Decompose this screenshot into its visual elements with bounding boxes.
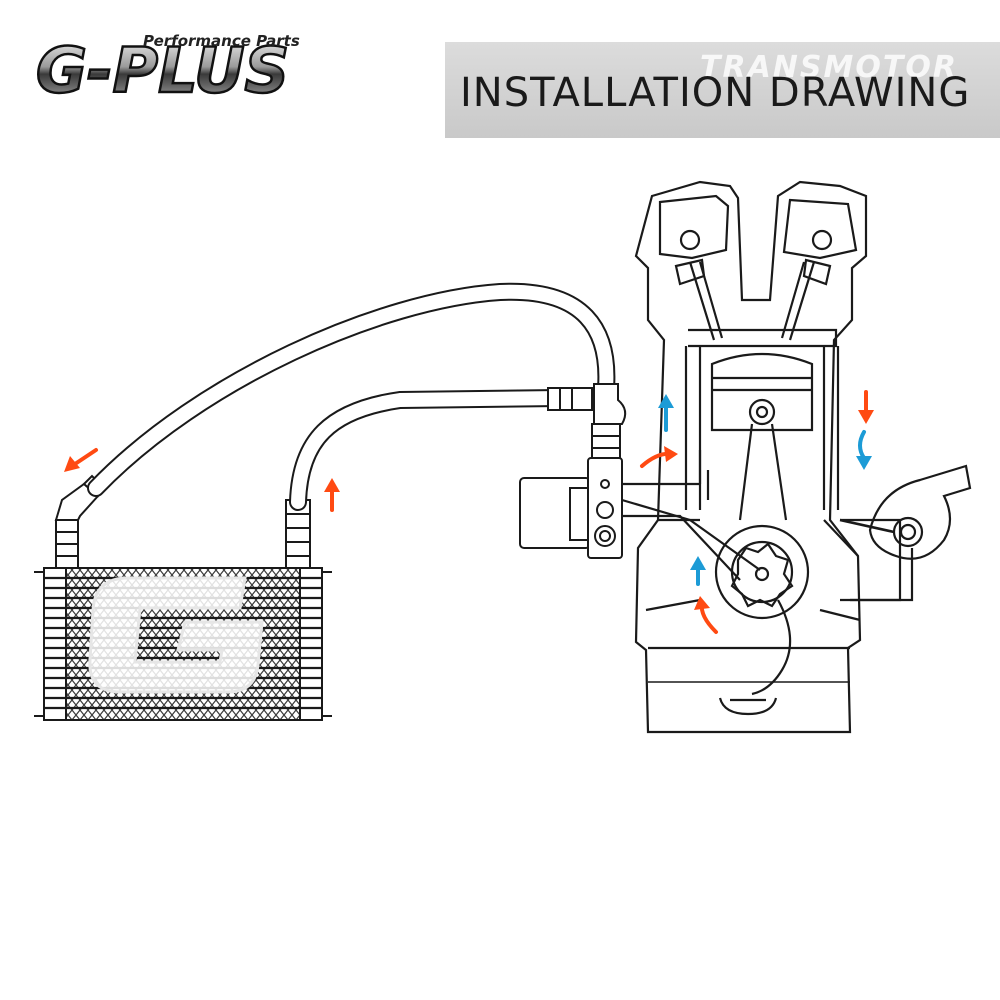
brand-name: G-PLUS xyxy=(36,34,289,100)
arrow-to-cooler-icon xyxy=(64,448,98,472)
oil-hoses xyxy=(87,282,616,511)
cool-oil-arrows xyxy=(658,394,872,586)
brand-logo: G-PLUS xyxy=(35,33,291,100)
arrow-up-adapter-icon xyxy=(658,394,674,432)
watermark-text: TRANSMOTOR xyxy=(700,50,958,85)
sandwich-adapter xyxy=(519,383,627,559)
page-title: INSTALLATION DRAWING xyxy=(460,70,971,116)
hot-oil-arrows xyxy=(64,390,874,634)
curved-arrow-pump-icon xyxy=(694,596,718,634)
arrow-down-blue-icon xyxy=(856,430,872,470)
arrow-up-from-cooler-icon xyxy=(324,478,340,512)
arrow-down-right-icon xyxy=(858,390,874,424)
cooler-g-badge xyxy=(88,576,264,694)
cooler-badge-text: G xyxy=(0,0,1,1)
arrow-up-pump-icon xyxy=(690,556,706,586)
header-banner xyxy=(445,42,1000,138)
curved-arrow-adapter-icon xyxy=(640,446,678,468)
oil-cooler: G xyxy=(0,0,332,721)
engine-block xyxy=(621,180,972,734)
brand-tagline: Performance Parts xyxy=(143,32,300,50)
